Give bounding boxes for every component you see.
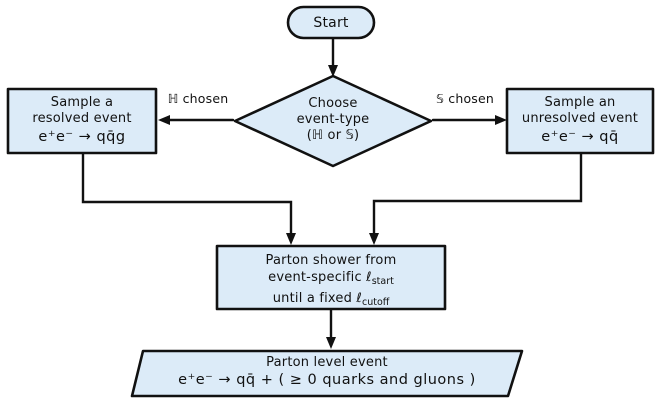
decision-line-1: Choose — [308, 96, 358, 111]
resolved-line-2: resolved event — [32, 111, 132, 126]
shower-node-label: Parton shower from event-specific ℓstart… — [217, 252, 445, 311]
resolved-formula: e⁺e⁻ → qq̄g — [38, 129, 126, 145]
unresolved-line-1: Sample an — [544, 95, 616, 110]
s-chosen-edge-label: 𝕊 chosen — [435, 91, 495, 106]
shower-line-2: event-specific ℓstart — [268, 270, 394, 287]
arrowhead-start-to-decision — [328, 65, 338, 77]
arrowhead-decision-to-resolved — [158, 115, 170, 125]
edge-resolved-to-shower — [81, 151, 293, 236]
start-node-label: Start — [313, 15, 349, 31]
arrowhead-resolved-to-shower — [286, 233, 296, 245]
output-node-label: Parton level event e⁺e⁻ → qq̄ + ( ≥ 0 qu… — [132, 355, 522, 388]
shower-line-3: until a fixed ℓcutoff — [272, 291, 390, 308]
edge-unresolved-to-shower — [372, 151, 583, 236]
output-parallelogram-shape — [130, 349, 524, 398]
unresolved-line-2: unresolved event — [521, 111, 639, 126]
start-node-shape — [286, 5, 376, 40]
decision-diamond-shape — [233, 74, 433, 168]
arrowhead-shower-to-output — [326, 337, 336, 349]
decision-line-2: event-type — [296, 112, 370, 127]
output-line-1: Parton level event — [266, 355, 388, 370]
arrowhead-decision-to-unresolved — [495, 115, 507, 125]
unresolved-formula: e⁺e⁻ → qq̄ — [541, 129, 619, 145]
unresolved-box-shape — [505, 87, 655, 155]
arrowhead-unresolved-to-shower — [369, 233, 379, 245]
output-formula: e⁺e⁻ → qq̄ + ( ≥ 0 quarks and gluons ) — [178, 372, 476, 388]
unresolved-node-label: Sample an unresolved event e⁺e⁻ → qq̄ — [507, 95, 653, 145]
decision-line-3: (ℍ or 𝕊) — [306, 128, 360, 143]
h-chosen-edge-label: ℍ chosen — [167, 91, 229, 106]
shower-box-shape — [215, 244, 447, 311]
shower-line-1: Parton shower from — [265, 253, 397, 268]
shower-start-subscript: start — [371, 276, 394, 287]
shower-cutoff-subscript: cutoff — [361, 297, 390, 308]
decision-node-label: Choose event-type (ℍ or 𝕊) — [253, 96, 413, 144]
resolved-box-shape — [6, 87, 158, 155]
resolved-line-1: Sample a — [50, 95, 114, 110]
resolved-node-label: Sample a resolved event e⁺e⁻ → qq̄g — [8, 95, 156, 145]
